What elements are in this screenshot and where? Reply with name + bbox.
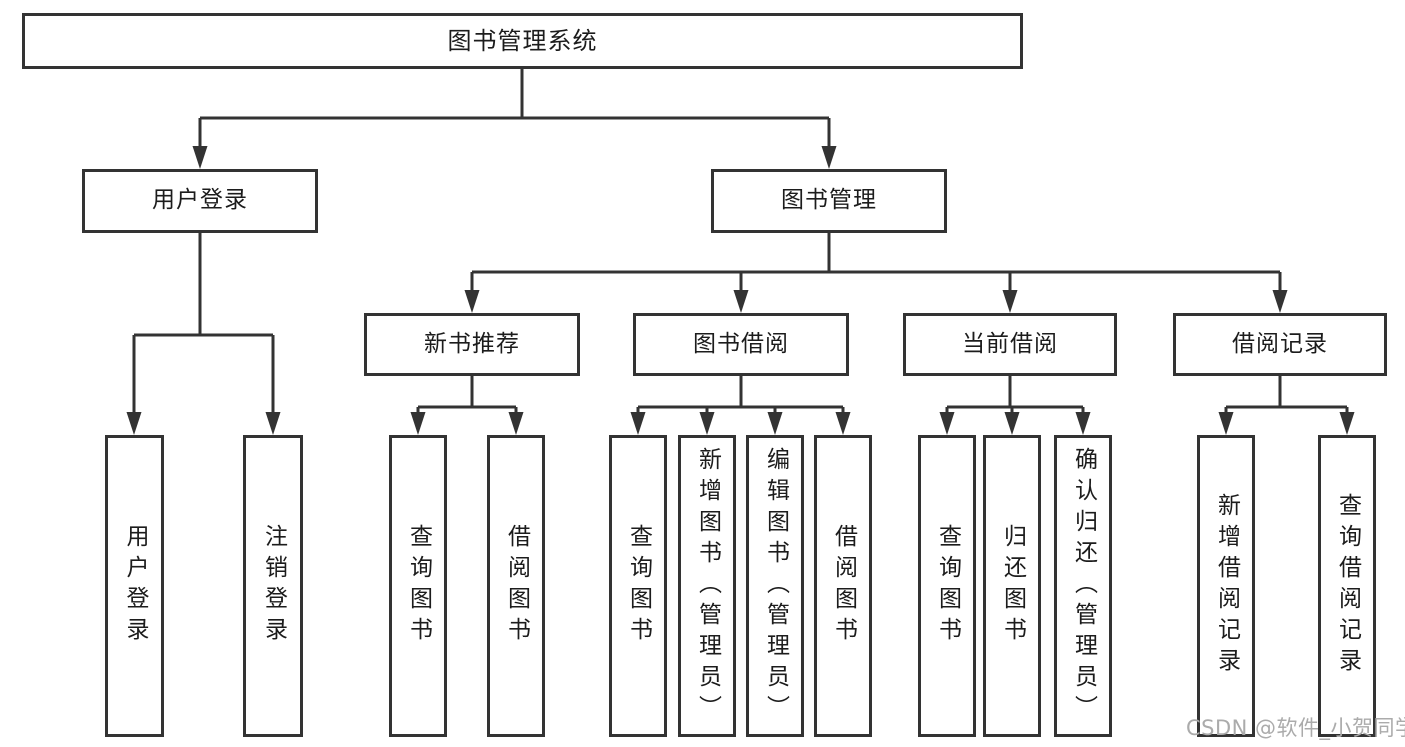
watermark: CSDN @软件_小贺同学 — [1186, 716, 1405, 740]
leaf-current-query-books: 查询图书 — [918, 435, 976, 737]
leaf-borrowing-query-books: 查询图书 — [609, 435, 667, 737]
leaf-logout: 注销登录 — [243, 435, 303, 737]
node-book-management: 图书管理 — [711, 169, 947, 233]
leaf-borrowing-borrow-books: 借阅图书 — [814, 435, 872, 737]
leaf-current-return-books: 归还图书 — [983, 435, 1041, 737]
node-book-borrowing: 图书借阅 — [633, 313, 849, 376]
node-new-book-recommend: 新书推荐 — [364, 313, 580, 376]
leaf-current-confirm-return-admin: 确认归还（管理员） — [1054, 435, 1112, 737]
node-current-borrowing: 当前借阅 — [903, 313, 1117, 376]
node-borrowing-records: 借阅记录 — [1173, 313, 1387, 376]
leaf-records-query-record: 查询借阅记录 — [1318, 435, 1376, 737]
leaf-borrowing-add-books-admin: 新增图书（管理员） — [678, 435, 736, 737]
leaf-user-login: 用户登录 — [105, 435, 164, 737]
leaf-newbooks-query-books: 查询图书 — [389, 435, 447, 737]
arrowheads — [126, 146, 1355, 435]
leaf-newbooks-borrow-books: 借阅图书 — [487, 435, 545, 737]
node-user-login: 用户登录 — [82, 169, 318, 233]
leaf-borrowing-edit-books-admin: 编辑图书（管理员） — [746, 435, 804, 737]
node-root: 图书管理系统 — [22, 13, 1023, 69]
leaf-records-add-record: 新增借阅记录 — [1197, 435, 1255, 737]
connector-segments — [132, 69, 1349, 417]
